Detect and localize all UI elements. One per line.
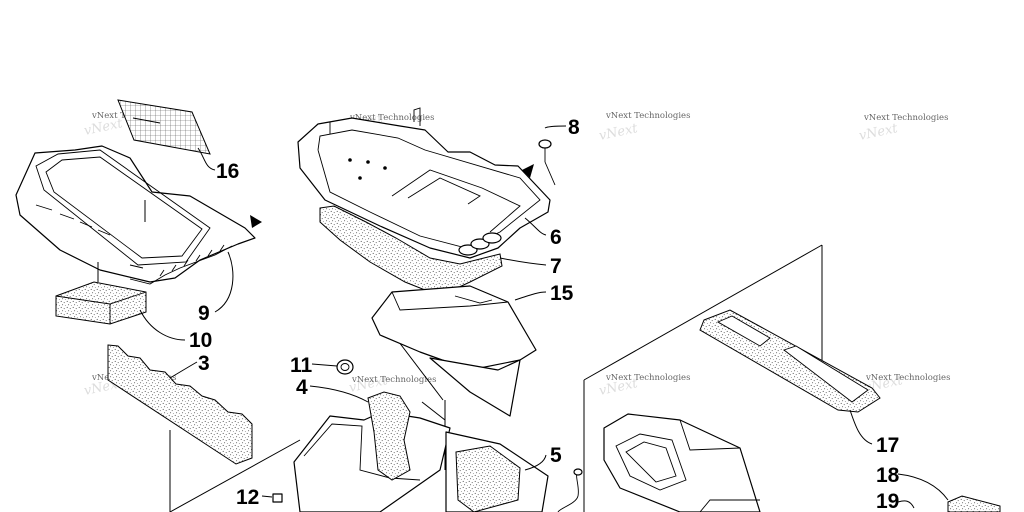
watermark: vNext Technologies [863,113,948,123]
part-17-gasket-frame [699,309,881,413]
svg-text:vNext: vNext [858,121,900,144]
callout-6: 6 [550,226,562,249]
part-15-inner-cover [371,285,537,417]
watermark: vNext Technologies [351,375,436,385]
leader-lines [97,125,949,509]
lower-housing [603,413,761,512]
part-4-box [293,391,451,512]
callout-3: 3 [198,352,210,375]
part-10-foam-block [55,281,147,325]
spring-hook [557,468,583,512]
part-12-clip [272,493,283,503]
part-11-knob [336,359,354,375]
part-18-pad [947,495,1001,512]
callout-labels: 16 9 10 3 8 6 7 15 11 4 5 12 17 18 19 [189,116,900,512]
callout-4: 4 [296,376,308,399]
part-3-foam-strip [107,344,253,465]
part-6-upper-tray [297,107,551,259]
callout-18: 18 [876,464,900,487]
watermark: vNext Technologies [865,373,950,383]
callout-19: 19 [876,490,899,512]
watermark: vNext Technologies [605,373,690,383]
callout-5: 5 [550,444,562,467]
watermark: vNext Technologies [349,113,434,123]
callout-8: 8 [568,116,580,139]
callout-15: 15 [550,282,574,305]
callout-9: 9 [198,302,210,325]
callout-7: 7 [550,255,562,278]
callout-16: 16 [216,160,239,183]
part-7-foam-gasket [319,205,503,297]
watermark: vNext Technologies [605,111,690,121]
part-5-box-side [445,431,549,512]
callout-12: 12 [236,486,259,509]
svg-text:vNext: vNext [598,121,640,144]
part-16-decal [117,99,211,155]
callout-10: 10 [189,329,212,352]
callout-11: 11 [290,354,313,377]
callout-17: 17 [876,434,899,457]
part-9-cover [15,145,262,285]
part-8-screw [538,139,556,186]
